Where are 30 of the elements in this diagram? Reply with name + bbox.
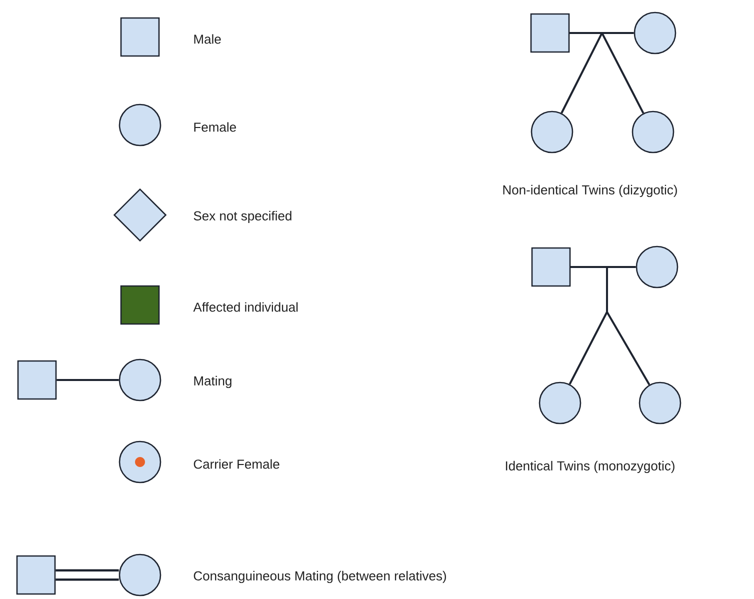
circle-symbol — [638, 382, 682, 424]
symbol-caption: Affected individual — [193, 302, 298, 312]
circle-symbol — [634, 12, 676, 54]
circle-symbol — [118, 554, 162, 596]
connector-line — [570, 32, 644, 114]
square-symbol — [530, 13, 570, 53]
circle-symbol — [632, 110, 674, 154]
square-symbol — [17, 360, 57, 400]
square-symbol — [120, 17, 160, 57]
square-symbol — [16, 555, 56, 595]
symbol-caption: Female — [194, 122, 236, 132]
connector-line — [56, 379, 119, 381]
caption: Identical Twins (monozygotic) — [506, 460, 674, 474]
symbol-caption: Male — [194, 34, 221, 44]
symbol-caption: Consanguineous Mating (between relatives) — [194, 570, 446, 584]
symbol-caption: Mating — [194, 376, 232, 388]
square-symbol — [531, 247, 571, 287]
connector-line — [570, 266, 650, 386]
carrier-circle-symbol — [118, 440, 162, 484]
circle-symbol — [538, 382, 582, 424]
symbol-caption: Sex not specified — [194, 210, 292, 224]
connector-line — [560, 32, 604, 114]
affected-square-symbol — [120, 285, 160, 325]
circle-symbol — [118, 104, 162, 146]
double-line — [56, 569, 119, 581]
circle-symbol — [118, 358, 162, 402]
symbol-caption: Carrier Female — [194, 459, 280, 469]
circle-symbol — [530, 110, 574, 154]
circle-symbol — [636, 246, 678, 288]
caption: Non-identical Twins (dizygotic) — [503, 184, 677, 198]
